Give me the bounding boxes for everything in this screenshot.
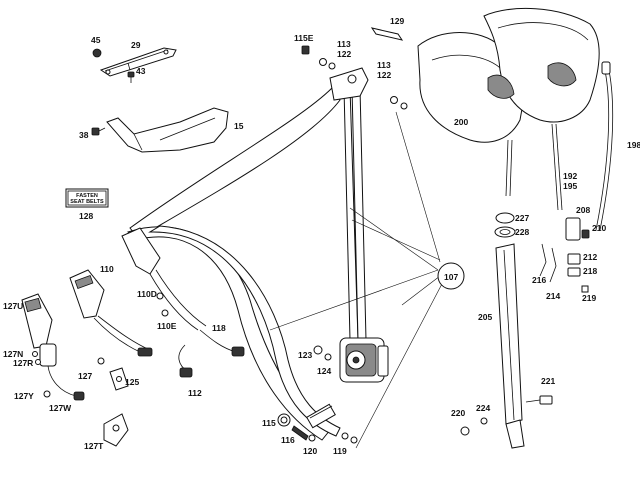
callout-218: 218 [583, 266, 597, 276]
callout-labels: 45 29 43 38 15 115E 113 122 113 122 129 … [3, 16, 640, 456]
callout-195: 195 [563, 181, 577, 191]
part-127u-buckle [21, 293, 85, 401]
callout-224: 224 [476, 403, 490, 413]
callout-127w: 127W [49, 403, 72, 413]
part-29-anchor-cover [99, 47, 177, 77]
part-205-rail [495, 243, 525, 449]
part-127t-bracket [103, 413, 129, 447]
part-45-screw [92, 48, 102, 58]
part-127-anchor [97, 357, 129, 391]
retractor-reel [339, 337, 389, 383]
tag-line-2: SEAT BELTS [70, 199, 104, 205]
callout-214: 214 [546, 291, 560, 301]
callout-127u: 127U [3, 301, 23, 311]
callout-107: 107 [444, 272, 458, 282]
callout-127r: 127R [13, 358, 33, 368]
part-227-228-grommet [494, 212, 516, 238]
callout-219: 219 [582, 293, 596, 303]
belt-webbing [127, 67, 369, 441]
callout-200: 200 [454, 117, 468, 127]
part-115-116-119-120-hardware [277, 413, 358, 444]
callout-198: 198 [627, 140, 640, 150]
callout-118: 118 [212, 323, 226, 333]
callout-113-right: 113 [377, 60, 391, 70]
part-113-122-washers [301, 45, 408, 110]
tag-line-1: FASTEN [76, 193, 98, 199]
part-118-wire [178, 329, 245, 378]
part-216-214-springs [539, 243, 557, 283]
part-212-218-219-clips [567, 253, 589, 293]
callout-120: 120 [303, 446, 317, 456]
callout-127: 127 [78, 371, 92, 381]
callout-115e: 115E [294, 33, 314, 43]
callout-127t: 127T [84, 441, 104, 451]
callout-129: 129 [390, 16, 404, 26]
callout-205: 205 [478, 312, 492, 322]
callout-228: 228 [515, 227, 529, 237]
part-198-rod [595, 61, 614, 231]
callout-112: 112 [188, 388, 202, 398]
callout-29: 29 [131, 40, 141, 50]
callout-15: 15 [234, 121, 244, 131]
callout-115: 115 [262, 418, 276, 428]
callout-107-circle [437, 262, 465, 290]
part-220-224-221-hardware [460, 395, 553, 436]
callout-110e: 110E [157, 321, 177, 331]
callout-122-top: 122 [337, 49, 351, 59]
callout-208: 208 [576, 205, 590, 215]
part-15-trim-cover [106, 107, 229, 153]
part-43-screw [127, 71, 135, 83]
callout-123: 123 [298, 350, 312, 360]
callout-107-leads [269, 111, 445, 449]
callout-210: 210 [592, 223, 606, 233]
part-128-fasten-tag: FASTEN SEAT BELTS [65, 188, 109, 208]
callout-125: 125 [125, 377, 139, 387]
callout-127y: 127Y [14, 391, 34, 401]
callout-227: 227 [515, 213, 529, 223]
callout-127n: 127N [3, 349, 23, 359]
part-123-124-hardware [313, 345, 332, 361]
callout-110: 110 [100, 264, 114, 274]
callout-124: 124 [317, 366, 331, 376]
callout-220: 220 [451, 408, 465, 418]
callout-116: 116 [281, 435, 295, 445]
callout-43: 43 [136, 66, 146, 76]
callout-216: 216 [532, 275, 546, 285]
part-110-buckle [69, 269, 153, 357]
part-129-clip [370, 27, 404, 41]
part-200-headrest [417, 8, 600, 211]
callout-212: 212 [583, 252, 597, 262]
callout-110d: 110D [137, 289, 157, 299]
callout-128: 128 [79, 211, 93, 221]
callout-113-top: 113 [337, 39, 351, 49]
callout-119: 119 [333, 446, 347, 456]
belt-guide-buckle [121, 227, 207, 331]
part-208-210-switch [565, 217, 590, 241]
callout-38: 38 [79, 130, 89, 140]
callout-122-right: 122 [377, 70, 391, 80]
part-38-bolt [91, 127, 106, 136]
callout-192: 192 [563, 171, 577, 181]
callout-221: 221 [541, 376, 555, 386]
callout-45: 45 [91, 35, 101, 45]
